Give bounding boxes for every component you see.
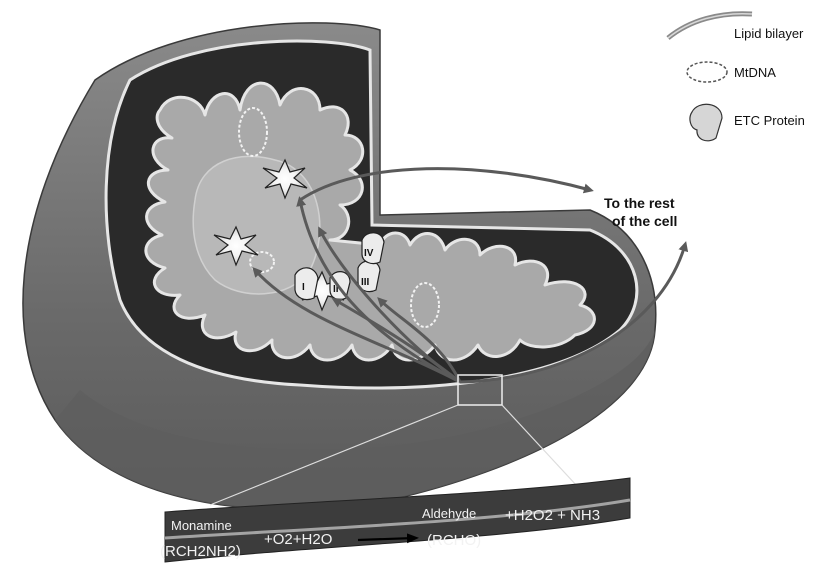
complex-iii-label: III [361, 277, 370, 288]
mtdna-icon [687, 62, 727, 82]
complex-iv-label: IV [364, 248, 374, 259]
product-formula: (RCHO) [427, 532, 481, 549]
products-extra: +H2O2 + NH3 [505, 507, 600, 524]
substrate-formula: (RCH2NH2) [160, 543, 241, 560]
legend-lipid-bilayer-label: Lipid bilayer [734, 26, 804, 41]
legend: Lipid bilayer MtDNA ETC Protein [668, 14, 805, 141]
etc-protein-icon [690, 104, 722, 141]
etc-complex-iii: III [358, 261, 380, 292]
legend-mtdna-label: MtDNA [734, 65, 776, 80]
reactants-extra: +O2+H2O [264, 531, 332, 548]
callout-line-1: To the rest [604, 195, 675, 211]
callout-line-2: of the cell [612, 213, 677, 229]
etc-complex-iv: IV [362, 233, 384, 264]
substrate-name: Monamine [171, 518, 232, 533]
etc-complex-i: I [295, 268, 318, 300]
product-name: Aldehyde [422, 506, 476, 521]
complex-i-label: I [302, 282, 305, 293]
legend-etc-protein-label: ETC Protein [734, 113, 805, 128]
